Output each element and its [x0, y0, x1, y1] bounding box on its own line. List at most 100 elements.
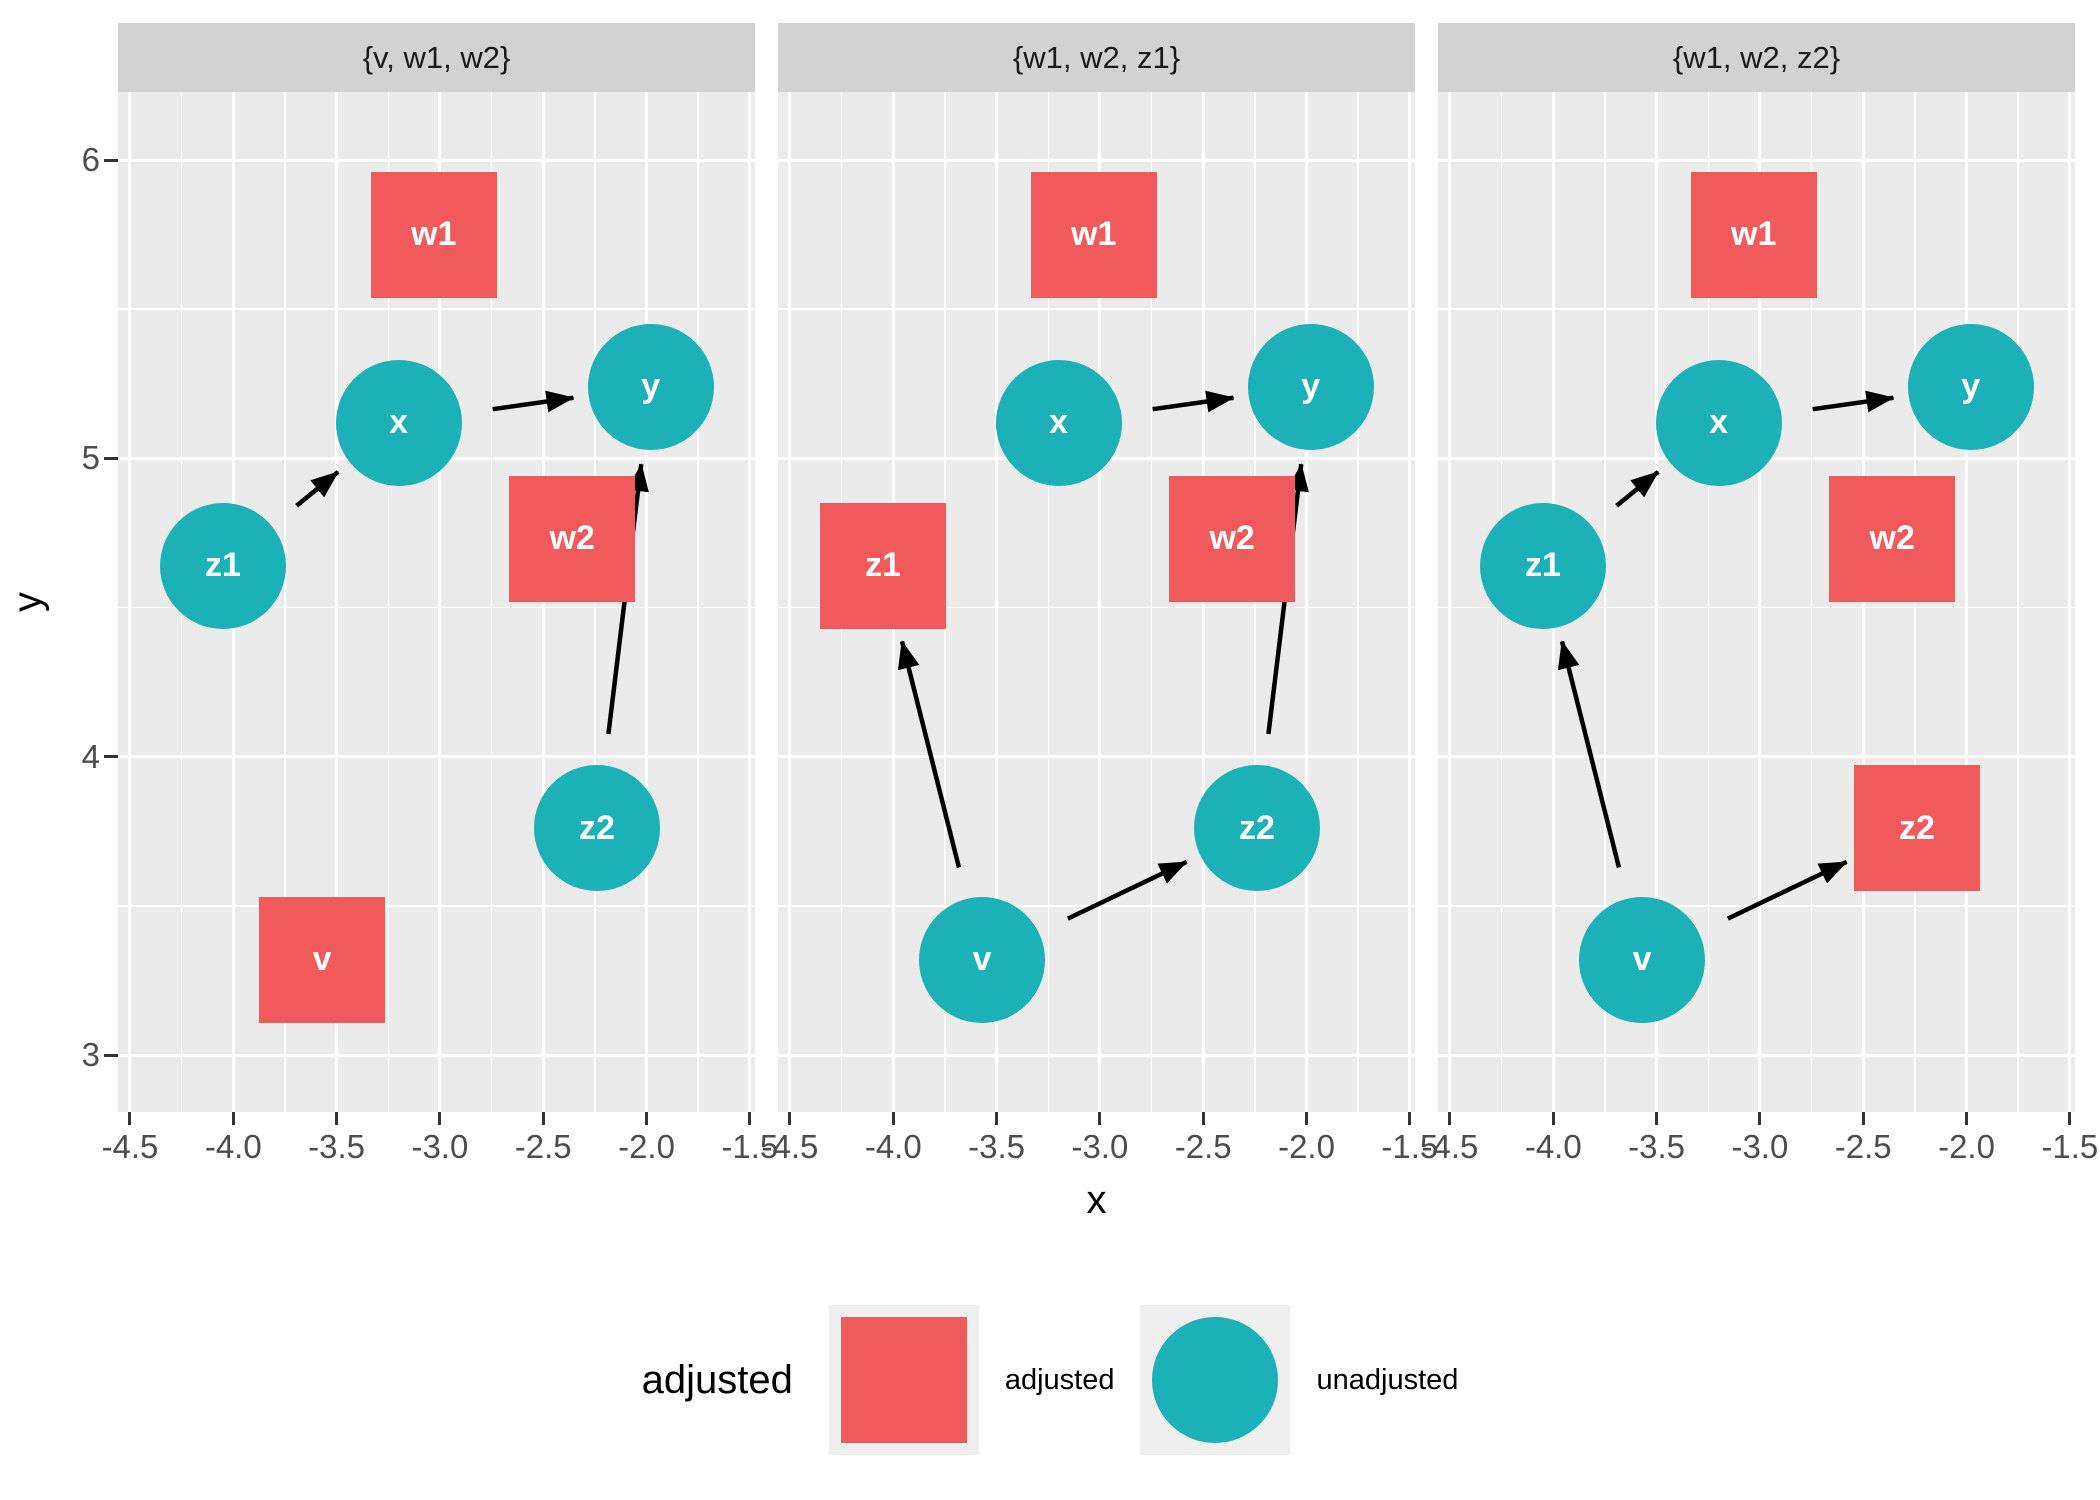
x-tick-label: -3.5: [308, 1128, 366, 1165]
y-tick-label: 4: [81, 737, 100, 775]
y-tick-mark: [104, 158, 118, 162]
x-tick-mark: [128, 1112, 132, 1125]
gridline-major-v: [1305, 92, 1309, 1112]
gridline-minor-v: [387, 92, 389, 1112]
x-tick-mark: [541, 1112, 545, 1125]
gridline-minor-v: [1047, 92, 1049, 1112]
dag-edges-layer: [1557, 390, 1895, 921]
legend-circle-icon: [1152, 1317, 1279, 1443]
x-tick-label: -3.5: [1628, 1128, 1686, 1165]
dag-edge-x-to-y: [1812, 390, 1895, 413]
y-axis-title: y: [5, 592, 50, 612]
x-tick-label: -2.5: [1834, 1128, 1892, 1165]
gridline-major-v: [1758, 92, 1762, 1112]
gridline-minor-v: [1707, 92, 1709, 1112]
dag-node-z2-adjusted: z2: [1853, 765, 1980, 892]
gridline-major-h: [118, 158, 755, 162]
dag-node-x-unadjusted: x: [335, 359, 462, 486]
x-tick-label: -4.0: [204, 1128, 262, 1165]
x-tick-label: -1.5: [2041, 1128, 2099, 1165]
gridline-major-v: [1408, 92, 1412, 1112]
x-tick-label: -2.0: [1938, 1128, 1995, 1165]
x-tick-label: -4.5: [101, 1128, 159, 1165]
x-tick-mark: [1408, 1112, 1412, 1125]
x-tick-mark: [788, 1112, 792, 1125]
dag-node-w1-adjusted: w1: [370, 171, 497, 298]
legend-key: [1140, 1305, 1291, 1455]
facet-strip-label: {v, w1, w2}: [118, 23, 755, 92]
gridline-major-v: [748, 92, 752, 1112]
facet-strip-label: {w1, w2, z2}: [1438, 23, 2075, 92]
dag-node-v-adjusted: v: [259, 896, 386, 1023]
x-tick-label: -3.0: [411, 1128, 469, 1165]
x-tick-mark: [1965, 1112, 1969, 1125]
gridline-minor-v: [1604, 92, 1606, 1112]
gridline-major-v: [2068, 92, 2072, 1112]
dag-node-y-unadjusted: y: [587, 323, 714, 450]
x-tick-mark: [995, 1112, 999, 1125]
dag-node-x-unadjusted: x: [1655, 359, 1782, 486]
gridline-major-v: [335, 92, 339, 1112]
x-tick-label: -3.0: [1731, 1128, 1789, 1165]
gridline-minor-v: [284, 92, 286, 1112]
x-tick-label: -2.5: [1174, 1128, 1232, 1165]
x-tick-mark: [438, 1112, 442, 1125]
gridline-minor-v: [1357, 92, 1359, 1112]
x-tick-label: -4.5: [1421, 1128, 1479, 1165]
gridline-minor-h: [118, 308, 755, 310]
y-tick-mark: [104, 755, 118, 759]
dag-node-z1-unadjusted: z1: [159, 502, 286, 629]
x-tick-label: -2.0: [618, 1128, 675, 1165]
x-tick-mark: [1098, 1112, 1102, 1125]
x-tick-mark: [1448, 1112, 1452, 1125]
y-tick-mark: [104, 1053, 118, 1057]
y-tick-label: 3: [81, 1036, 100, 1074]
dag-node-v-unadjusted: v: [1579, 896, 1706, 1023]
dag-node-v-unadjusted: v: [919, 896, 1046, 1023]
gridline-minor-v: [594, 92, 596, 1112]
x-axis-title: x: [1086, 1178, 1107, 1222]
dag-edge-v-to-z1: [1557, 640, 1622, 868]
dag-edge-v-to-z2: [1726, 859, 1848, 921]
gridline-minor-v: [1914, 92, 1916, 1112]
dag-node-w2-adjusted: w2: [1169, 475, 1296, 602]
dag-edge-x-to-y: [1152, 390, 1235, 413]
dag-node-z1-unadjusted: z1: [1479, 502, 1606, 629]
gridline-minor-h: [1438, 308, 2075, 310]
gridline-major-h: [118, 755, 755, 759]
x-tick-mark: [231, 1112, 235, 1125]
gridline-major-v: [1098, 92, 1102, 1112]
x-tick-mark: [2068, 1112, 2072, 1125]
gridline-major-h: [778, 755, 1415, 759]
x-tick-label: -3.0: [1071, 1128, 1129, 1165]
gridline-major-v: [1448, 92, 1452, 1112]
gridline-major-v: [1201, 92, 1205, 1112]
x-tick-label: -1.5: [1381, 1128, 1439, 1165]
x-tick-label: -4.5: [761, 1128, 819, 1165]
x-tick-mark: [1201, 1112, 1205, 1125]
gridline-minor-v: [1150, 92, 1153, 1112]
dag-node-w2-adjusted: w2: [509, 475, 636, 602]
dag-node-x-unadjusted: x: [995, 359, 1122, 486]
gridline-major-v: [788, 92, 792, 1112]
x-tick-mark: [1551, 1112, 1555, 1125]
y-tick-label: 6: [81, 141, 100, 179]
gridline-major-v: [438, 92, 442, 1112]
gridline-major-h: [118, 1053, 755, 1057]
legend-item-label: adjusted: [1004, 1363, 1115, 1396]
x-tick-mark: [335, 1112, 339, 1125]
legend-title: adjusted: [641, 1357, 793, 1402]
dag-edge-z1-to-x: [1615, 470, 1660, 508]
x-tick-label: -4.0: [864, 1128, 922, 1165]
x-tick-mark: [1758, 1112, 1762, 1125]
dag-node-y-unadjusted: y: [1247, 323, 1374, 450]
x-tick-mark: [1655, 1112, 1659, 1125]
x-tick-mark: [1305, 1112, 1309, 1125]
x-tick-label: -1.5: [721, 1128, 779, 1165]
y-tick-label: 5: [81, 439, 100, 477]
gridline-minor-h: [778, 308, 1415, 310]
